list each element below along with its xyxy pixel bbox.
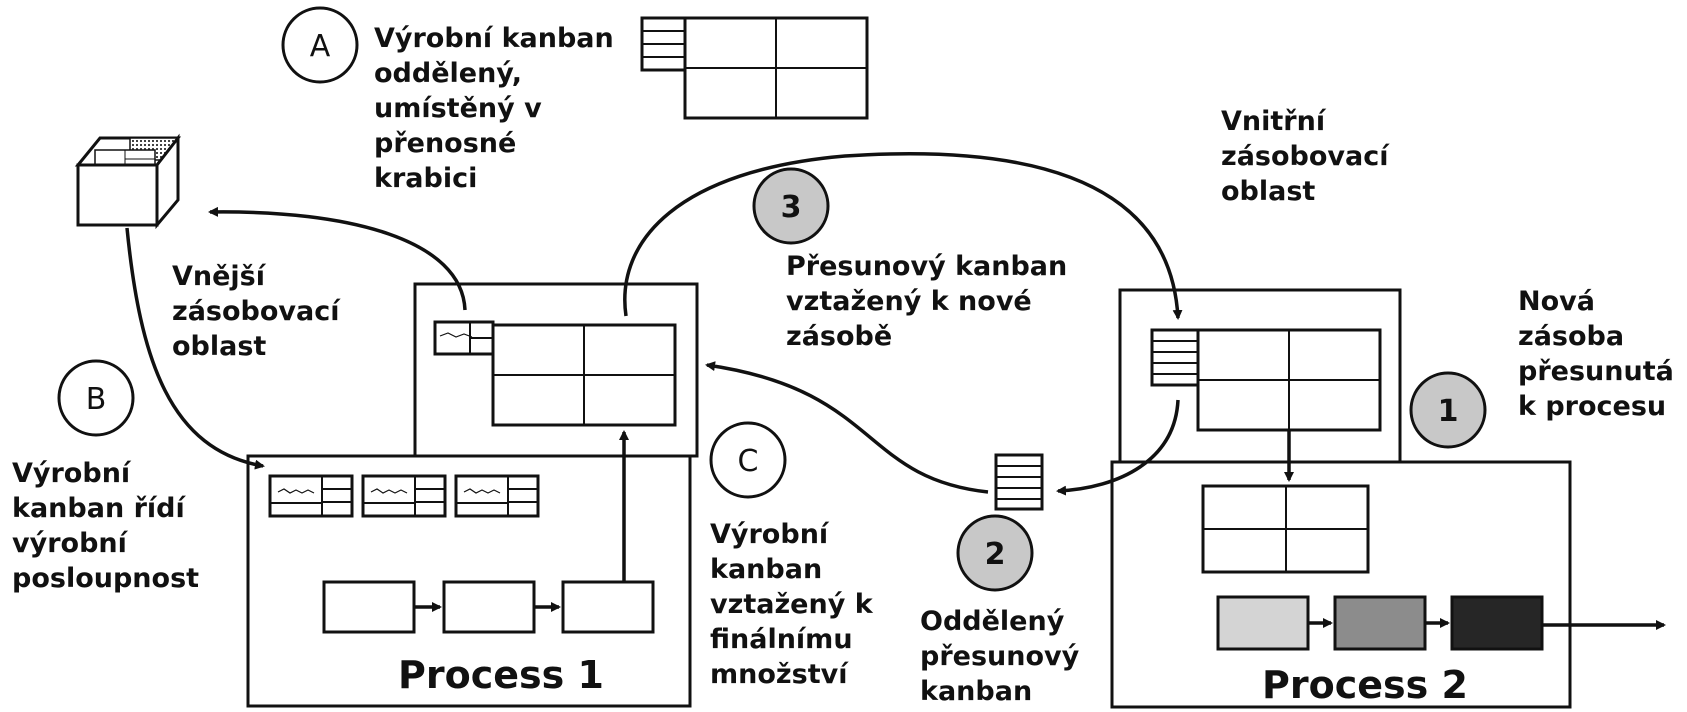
process-1-box (246, 430, 692, 708)
label-line: Vnější (172, 261, 267, 292)
label-line: Výrobní (12, 458, 132, 489)
marker-1: 1 (1409, 371, 1487, 449)
process-1-kanban-card (268, 474, 354, 518)
label-c: Výrobní kanban vztažený k finálnímu množ… (710, 519, 874, 690)
label-line: zásoba (1518, 321, 1624, 352)
label-line: oddělený, (374, 58, 522, 89)
process-1-supply-area (413, 282, 699, 458)
label-line: přenosné (374, 128, 516, 159)
process-1-title: Process 1 (398, 653, 604, 697)
marker-b: B (57, 359, 135, 437)
process-2-supply-area (1118, 288, 1402, 464)
svg-text:1: 1 (1438, 394, 1459, 429)
label-line: oblast (172, 331, 266, 362)
label-separated-move: Oddělený přesunový kanban (920, 606, 1080, 707)
label-inner-supply: Vnitřní zásobovací oblast (1221, 106, 1390, 207)
label-line: umístěný v (374, 93, 542, 124)
process-2-step-3 (1450, 595, 1544, 651)
process-2-box (1110, 430, 1666, 709)
flow-separated-kanban-to-process-1 (705, 361, 989, 494)
flow-to-separated-kanban (1056, 399, 1180, 496)
svg-text:C: C (738, 444, 759, 479)
label-line: zásobě (786, 321, 892, 352)
flow-move-kanban-to-inner-area (623, 151, 1183, 320)
process-1-kanban-card (361, 474, 447, 518)
label-line: Přesunový kanban (786, 251, 1067, 282)
process-1-step-1 (322, 580, 416, 634)
process-1-kanban-card (454, 474, 540, 518)
process-2-title: Process 2 (1262, 663, 1468, 707)
label-line: Nová (1518, 286, 1595, 317)
flow-to-portable-box (208, 206, 467, 311)
label-line: oblast (1221, 176, 1315, 207)
label-b: Výrobní kanban řídí výrobní posloupnost (12, 458, 199, 594)
marker-3: 3 (752, 167, 830, 245)
label-line: kanban (920, 676, 1032, 707)
label-line: finálnímu (710, 624, 853, 655)
label-outer-supply: Vnější zásobovací oblast (172, 261, 341, 362)
marker-a: A (281, 6, 359, 84)
label-line: Vnitřní (1221, 106, 1327, 137)
label-new-stock: Nová zásoba přesunutá k procesu (1518, 286, 1674, 422)
kanban-card-a (640, 16, 869, 120)
marker-2: 2 (956, 514, 1034, 592)
process-2-step-1 (1216, 595, 1310, 651)
svg-text:2: 2 (985, 537, 1006, 572)
label-line: zásobovací (1221, 141, 1390, 172)
svg-text:A: A (310, 29, 331, 64)
separated-move-kanban (994, 453, 1044, 511)
label-line: posloupnost (12, 563, 199, 594)
label-line: vztažený k nové (786, 286, 1032, 317)
process-1-step-2 (442, 580, 536, 634)
label-line: přesunutá (1518, 356, 1674, 387)
process-2-step-2 (1333, 595, 1427, 651)
portable-kanban-box (74, 133, 182, 230)
label-move-kanban-new: Přesunový kanban vztažený k nové zásobě (786, 251, 1067, 352)
svg-text:B: B (86, 382, 107, 417)
label-line: zásobovací (172, 296, 341, 327)
label-line: množství (710, 659, 849, 690)
label-a: Výrobní kanban oddělený, umístěný v přen… (374, 23, 614, 194)
label-line: přesunový (920, 641, 1080, 672)
label-line: k procesu (1518, 391, 1666, 422)
label-line: výrobní (12, 528, 129, 559)
svg-text:3: 3 (781, 190, 802, 225)
flow-box-to-process-1 (125, 227, 265, 470)
label-line: kanban řídí (12, 493, 186, 524)
label-line: Výrobní (710, 519, 830, 550)
process-1-step-3 (561, 580, 655, 634)
label-line: kanban (710, 554, 822, 585)
label-line: Oddělený (920, 606, 1065, 637)
label-line: krabici (374, 163, 477, 194)
label-line: vztažený k (710, 589, 874, 620)
label-line: Výrobní kanban (374, 23, 614, 54)
marker-c: C (709, 421, 787, 499)
